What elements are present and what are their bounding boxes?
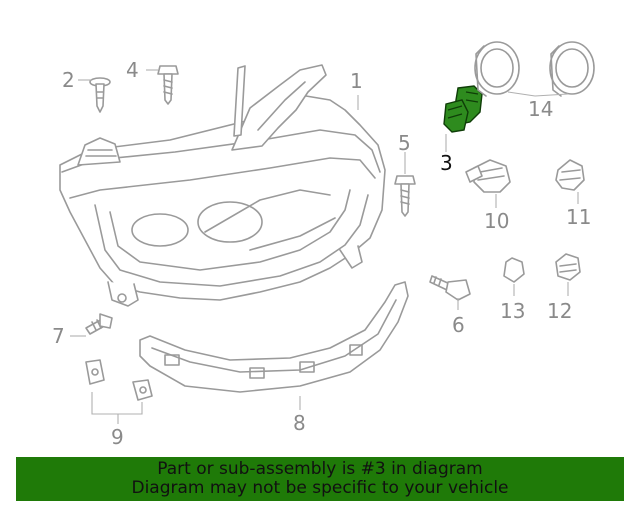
push-pin-part-2 (89, 77, 111, 113)
callout-6: 6 (452, 313, 465, 337)
callout-5: 5 (398, 131, 411, 155)
bulb-socket-part-3 (443, 85, 483, 133)
clip-nuts-part-9 (85, 359, 153, 401)
screw-part-4 (157, 65, 179, 105)
seal-part-14b (549, 41, 595, 97)
headlamp-assembly (59, 64, 386, 307)
callout-8: 8 (293, 411, 306, 435)
parts-diagram: 1 2 3 4 5 6 7 8 9 10 11 12 13 14 (52, 41, 595, 449)
info-banner: Part or sub-assembly is #3 in diagram Di… (16, 457, 624, 501)
callout-10: 10 (484, 209, 509, 233)
bulb-part-12 (555, 253, 581, 281)
callout-3: 3 (440, 151, 453, 175)
callout-11: 11 (566, 205, 591, 229)
banner-line-2: Diagram may not be specific to your vehi… (131, 478, 509, 498)
seal-part-14a (474, 41, 520, 97)
screw-part-5 (394, 175, 416, 217)
callout-7: 7 (52, 324, 65, 348)
bolt-part-7 (85, 313, 113, 335)
banner-line-1: Part or sub-assembly is #3 in diagram (157, 459, 483, 479)
mounting-bracket (139, 281, 409, 393)
bolt-part-6 (429, 275, 471, 301)
bulb-part-10 (465, 159, 511, 193)
callout-4: 4 (126, 58, 139, 82)
callout-13: 13 (500, 299, 525, 323)
callout-9: 9 (111, 425, 124, 449)
bulb-part-13 (503, 257, 525, 283)
callout-labels: 1 2 3 4 5 6 7 8 9 10 11 12 13 14 (52, 58, 591, 449)
callout-1: 1 (350, 69, 363, 93)
callout-12: 12 (547, 299, 572, 323)
leader-lines (70, 69, 579, 424)
callout-2: 2 (62, 68, 75, 92)
callout-14: 14 (528, 97, 553, 121)
bulb-part-11 (555, 159, 585, 191)
